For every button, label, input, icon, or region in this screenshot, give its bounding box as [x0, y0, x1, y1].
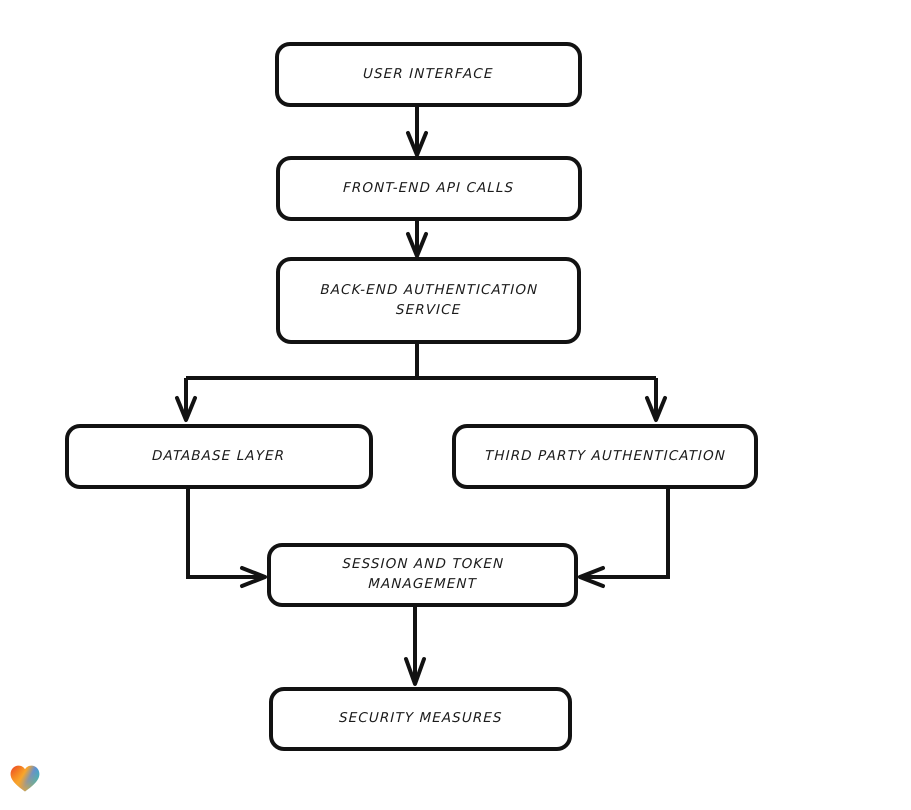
edge-api-to-backend-arrowhead — [406, 232, 428, 258]
node-security-measures[interactable]: Security Measures — [269, 687, 572, 751]
node-back-end-authentication-service[interactable]: Back-End Authentication Service — [276, 257, 581, 344]
node-label: Back-End Authentication Service — [319, 281, 539, 318]
edge-db-to-session — [186, 489, 261, 579]
edge-backend-to-thirdparty-arrowhead — [645, 396, 667, 422]
node-label: Third Party Authentication — [484, 447, 726, 464]
node-front-end-api-calls[interactable]: Front-End API Calls — [276, 156, 582, 221]
node-label: User Interface — [363, 65, 495, 82]
edge-thirdparty-to-session-arrowhead — [578, 566, 605, 588]
heart-icon — [10, 765, 40, 792]
node-database-layer[interactable]: Database Layer — [65, 424, 373, 489]
edge-thirdparty-to-session — [584, 489, 670, 579]
node-label: Session and Token Management — [341, 556, 505, 592]
node-label: Security Measures — [338, 710, 503, 727]
edge-db-to-session-arrowhead — [240, 566, 267, 588]
node-user-interface[interactable]: User Interface — [275, 42, 582, 107]
node-label: Database Layer — [152, 447, 286, 464]
node-label: Front-End API Calls — [343, 179, 515, 196]
edge-ui-to-api-arrowhead — [406, 131, 428, 157]
node-third-party-authentication[interactable]: Third Party Authentication — [452, 424, 758, 489]
node-session-and-token-management[interactable]: Session and Token Management — [267, 543, 578, 607]
edge-session-to-security-arrowhead — [404, 657, 426, 686]
edge-backend-to-db-arrowhead — [175, 396, 197, 422]
